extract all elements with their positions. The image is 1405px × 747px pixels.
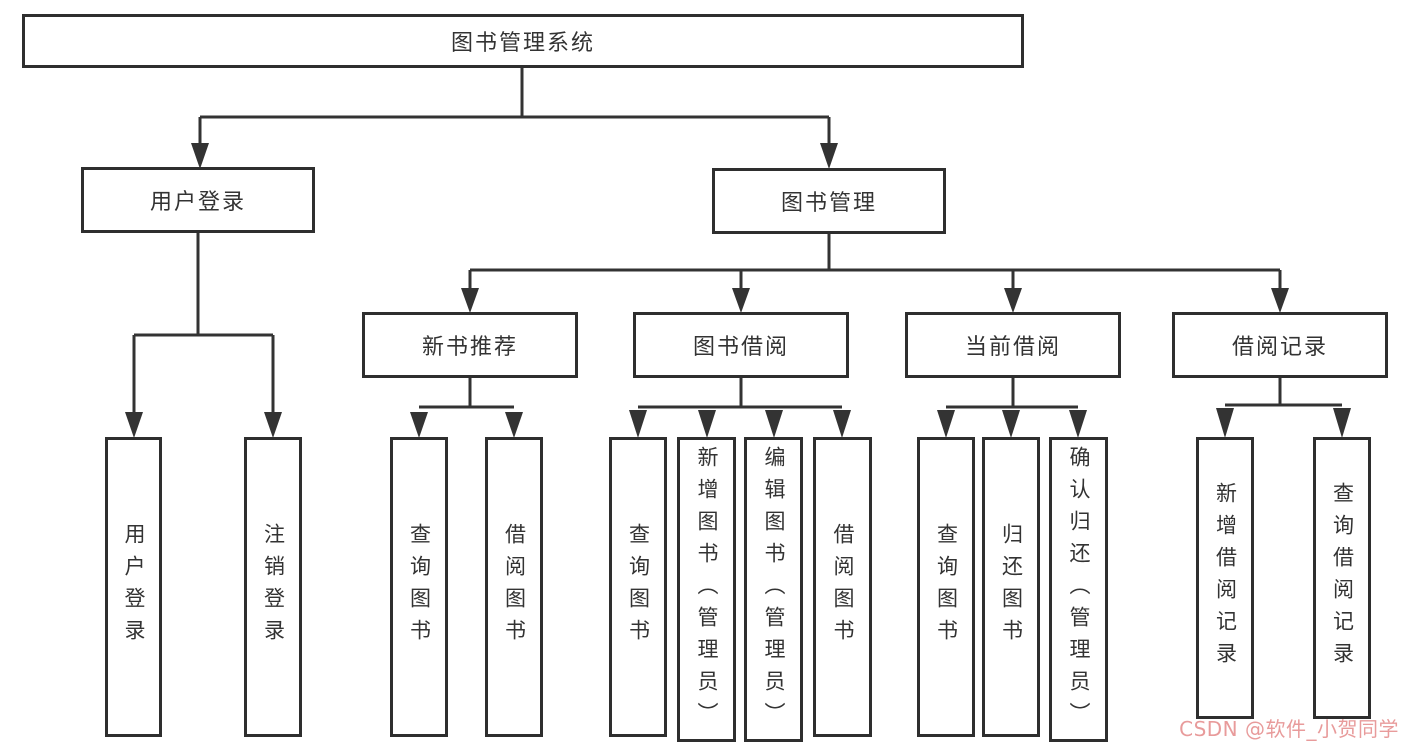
arrowhead	[1271, 288, 1289, 313]
arrowhead	[125, 412, 143, 438]
leaf-return-book: 归还图书	[982, 437, 1040, 737]
arrowhead	[765, 410, 783, 438]
node-user-login: 用户登录	[81, 167, 315, 233]
arrowhead	[1002, 410, 1020, 438]
arrowhead	[1069, 410, 1087, 438]
node-new-book-recommend: 新书推荐	[362, 312, 578, 378]
leaf-borrow-query-book: 查询图书	[609, 437, 667, 737]
leaf-recommend-query-book: 查询图书	[390, 437, 448, 737]
arrowhead	[1333, 408, 1351, 438]
leaf-query-borrow-record: 查询借阅记录	[1313, 437, 1371, 719]
arrowhead	[410, 412, 428, 438]
arrowhead	[629, 410, 647, 438]
leaf-edit-book-admin: 编辑图书（管理员）	[744, 437, 803, 742]
leaf-add-borrow-record: 新增借阅记录	[1196, 437, 1254, 719]
arrowhead	[937, 410, 955, 438]
node-book-borrow: 图书借阅	[633, 312, 849, 378]
arrowhead	[833, 410, 851, 438]
arrowhead	[505, 412, 523, 438]
leaf-logout: 注销登录	[244, 437, 302, 737]
arrowhead	[732, 288, 750, 313]
arrowhead	[461, 288, 479, 313]
leaf-user-login: 用户登录	[105, 437, 162, 737]
leaf-add-book-admin: 新增图书（管理员）	[677, 437, 736, 742]
leaf-current-query-book: 查询图书	[917, 437, 975, 737]
arrowhead	[264, 412, 282, 438]
node-book-management: 图书管理	[712, 168, 946, 234]
arrowhead	[698, 410, 716, 438]
node-current-borrow: 当前借阅	[905, 312, 1121, 378]
leaf-borrow-book: 借阅图书	[813, 437, 872, 737]
leaf-confirm-return-admin: 确认归还（管理员）	[1049, 437, 1108, 742]
arrowheads	[125, 143, 1351, 438]
arrowhead	[820, 143, 838, 169]
leaf-recommend-borrow-book: 借阅图书	[485, 437, 543, 737]
arrowhead	[191, 143, 209, 169]
arrowhead	[1004, 288, 1022, 313]
csdn-watermark: CSDN @软件_小贺同学	[1179, 717, 1399, 741]
node-root-system: 图书管理系统	[22, 14, 1024, 68]
arrowhead	[1216, 408, 1234, 438]
node-borrow-record: 借阅记录	[1172, 312, 1388, 378]
